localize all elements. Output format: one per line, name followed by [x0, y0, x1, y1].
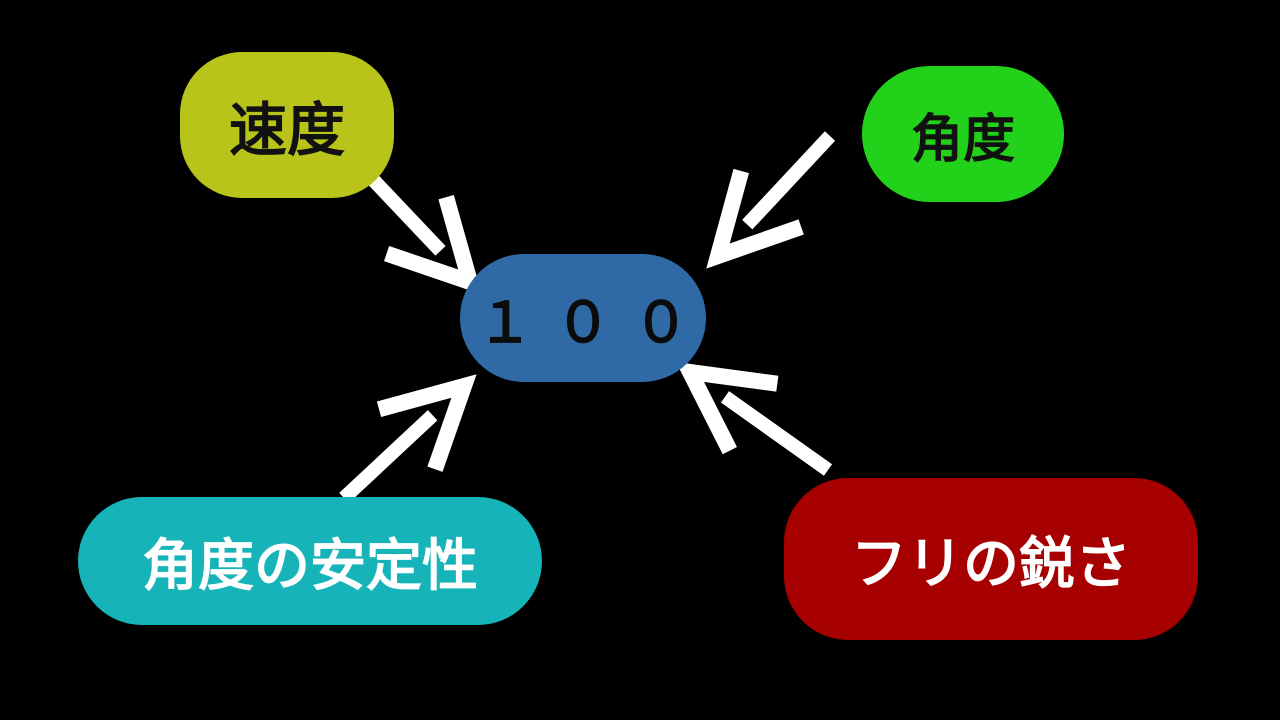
arrow-shaft: [742, 131, 836, 230]
node-angle-stability: 角度の安定性: [78, 497, 542, 625]
arrow-stability-to-center: [339, 374, 477, 504]
arrow-shaft: [356, 163, 446, 256]
arrow-angle-to-center: [706, 131, 836, 269]
arrow-shaft: [339, 410, 438, 504]
arrow-sharpness-to-center: [675, 362, 833, 476]
arrow-shaft: [720, 391, 833, 476]
node-swing-sharpness: フリの鋭さ: [784, 478, 1198, 640]
arrow-head: [706, 168, 804, 269]
arrow-head: [675, 362, 779, 455]
arrow-head: [376, 374, 477, 472]
node-angle: 角度: [862, 66, 1064, 202]
node-center-score: １００: [460, 254, 706, 382]
arrow-speed-to-center: [356, 163, 482, 295]
node-speed: 速度: [180, 52, 394, 198]
